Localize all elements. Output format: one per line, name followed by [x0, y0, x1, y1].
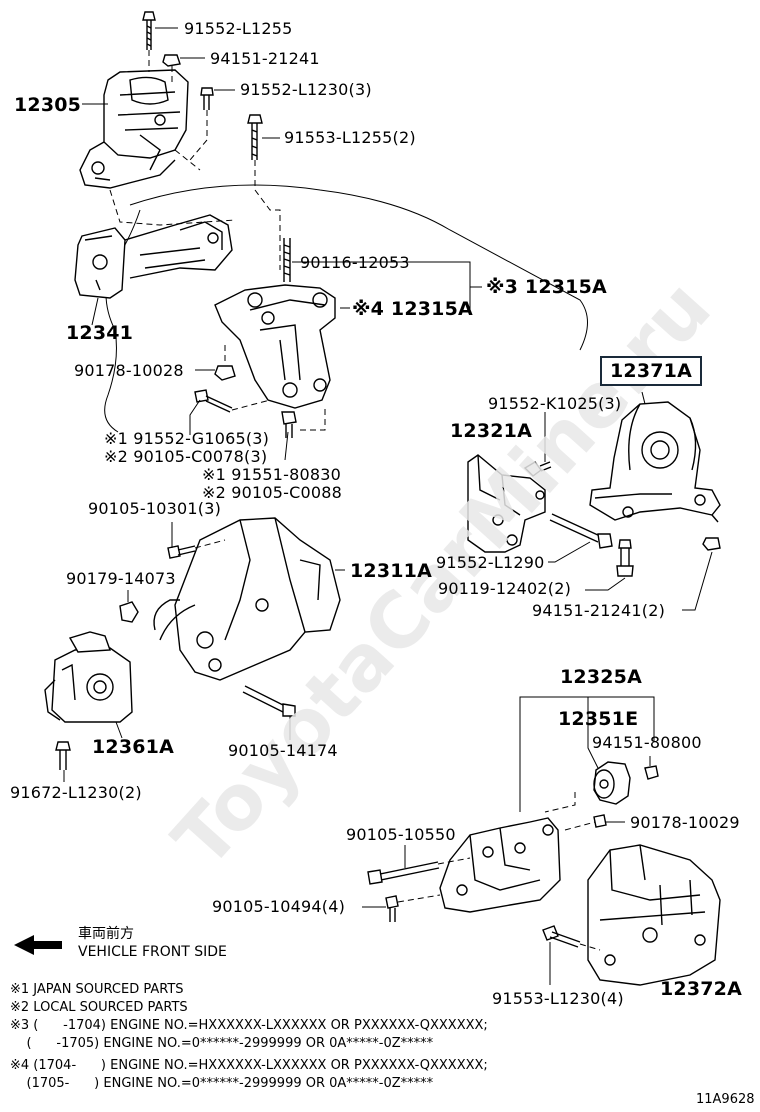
insulator-12351E-drawing [593, 761, 631, 805]
label-12321A: 12321A [450, 420, 533, 442]
label-12371A: 12371A [600, 356, 703, 386]
label-90178-10028: 90178-10028 [74, 361, 184, 380]
diagram-id: 11A9628 [696, 1092, 755, 1107]
label-90105-C0088: ※2 90105-C0088 [202, 483, 343, 502]
label-94151-21241-top: 94151-21241 [210, 49, 320, 68]
footnote-1: ※1 JAPAN SOURCED PARTS [10, 982, 184, 997]
bracket-12311A-drawing [153, 517, 341, 681]
footnote-3: ※3 ( -1704) ENGINE NO.=HXXXXXX-LXXXXXX O… [10, 1018, 488, 1033]
bracket-12341-drawing [74, 214, 233, 299]
footnote-2: ※2 LOCAL SOURCED PARTS [10, 1000, 188, 1015]
label-90178-10029: 90178-10029 [630, 813, 740, 832]
label-12315A-ref: ※3 12315A [486, 276, 607, 298]
engine-mount-12305-drawing [79, 11, 263, 189]
bracket-12321A-drawing [467, 454, 546, 553]
label-94151-21241-2: 94151-21241(2) [532, 601, 666, 620]
label-91672-L1230: 91672-L1230(2) [10, 783, 142, 802]
bracket-12315A-drawing [214, 238, 336, 409]
footnote-4: ( -1705) ENGINE NO.=0******-2999999 OR 0… [10, 1036, 434, 1051]
vehicle-front-arrow-icon [14, 935, 62, 955]
label-12305: 12305 [14, 94, 82, 116]
label-90105-10494: 90105-10494(4) [212, 897, 346, 916]
label-90105-C0078: ※2 90105-C0078(3) [104, 447, 268, 466]
label-12372A: 12372A [660, 978, 743, 1000]
label-90105-14174: 90105-14174 [228, 741, 338, 760]
label-12361A: 12361A [92, 736, 175, 758]
label-91553-L1230-4: 91553-L1230(4) [492, 989, 624, 1008]
label-12315A-inner: ※4 12315A [352, 298, 473, 320]
label-90119-12402: 90119-12402(2) [438, 579, 572, 598]
label-91552-L1230-3: 91552-L1230(3) [240, 80, 372, 99]
label-91552-G1065: ※1 91552-G1065(3) [104, 429, 270, 448]
footnote-5: ※4 (1704- ) ENGINE NO.=HXXXXXX-LXXXXXX O… [10, 1058, 488, 1073]
label-91552-K1025: 91552-K1025(3) [488, 394, 622, 413]
label-90179-14073: 90179-14073 [66, 569, 176, 588]
label-90116-12053: 90116-12053 [300, 253, 410, 272]
insulator-12361A-drawing [44, 631, 133, 723]
label-12341: 12341 [66, 322, 134, 344]
label-12351E: 12351E [558, 708, 639, 730]
bracket-12325A-drawing [439, 817, 561, 913]
label-12311A: 12311A [350, 560, 433, 582]
vehicle-front-jp: 車両前方 [78, 926, 134, 942]
bracket-12372A-drawing [587, 844, 721, 986]
vehicle-front-en: VEHICLE FRONT SIDE [78, 944, 227, 960]
label-12325A: 12325A [560, 666, 643, 688]
footnote-6: (1705- ) ENGINE NO.=0******-2999999 OR 0… [10, 1076, 434, 1091]
label-94151-80800: 94151-80800 [592, 733, 702, 752]
label-90105-10301: 90105-10301(3) [88, 499, 222, 518]
label-91552-L1290: 91552-L1290 [436, 553, 545, 572]
label-91552-L1255: 91552-L1255 [184, 19, 293, 38]
label-91551-80830: ※1 91551-80830 [202, 465, 342, 484]
label-91553-L1255-2: 91553-L1255(2) [284, 128, 416, 147]
label-90105-10550: 90105-10550 [346, 825, 456, 844]
mount-12371A-drawing [589, 401, 721, 523]
